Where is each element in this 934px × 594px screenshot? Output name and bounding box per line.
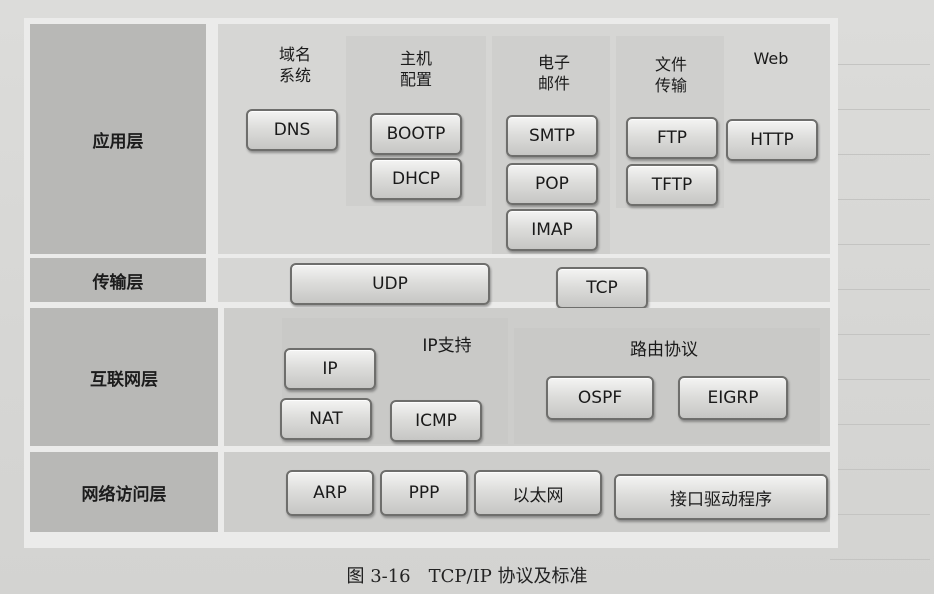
protocol-bootp: BOOTP <box>370 113 462 155</box>
protocol-interface-driver: 接口驱动程序 <box>614 474 828 520</box>
protocol-nat: NAT <box>280 398 372 440</box>
protocol-dns: DNS <box>246 109 338 151</box>
protocol-udp: UDP <box>290 263 490 305</box>
protocol-ftp: FTP <box>626 117 718 159</box>
category-host-config: 主机 配置 <box>399 49 432 89</box>
category-email: 电子 邮件 <box>537 53 570 93</box>
protocol-smtp: SMTP <box>506 115 598 157</box>
protocol-eigrp: EIGRP <box>678 376 788 420</box>
category-web: Web <box>753 49 789 68</box>
protocol-pop: POP <box>506 163 598 205</box>
category-domain-name: 域名 系统 <box>278 45 311 85</box>
layer-label-application: 应用层 <box>30 24 206 254</box>
protocol-arp: ARP <box>286 470 374 516</box>
protocol-ppp: PPP <box>380 470 468 516</box>
figure-caption: 图 3-16 TCP/IP 协议及标准 <box>346 566 588 587</box>
protocol-ethernet: 以太网 <box>474 470 602 516</box>
category-file-transfer: 文件 传输 <box>654 55 687 95</box>
protocol-tcp: TCP <box>556 267 648 309</box>
protocol-http: HTTP <box>726 119 818 161</box>
tcpip-diagram: 应用层 域名 系统 主机 配置 电子 邮件 文件 传输 Web DNS BOOT… <box>24 18 838 548</box>
category-routing: 路由协议 <box>630 340 698 360</box>
layer-label-internet: 互联网层 <box>30 308 218 446</box>
protocol-icmp: ICMP <box>390 400 482 442</box>
layer-label-transport: 传输层 <box>30 258 206 302</box>
layer-label-network-access: 网络访问层 <box>30 452 218 532</box>
protocol-ip: IP <box>284 348 376 390</box>
protocol-dhcp: DHCP <box>370 158 462 200</box>
protocol-ospf: OSPF <box>546 376 654 420</box>
background-ruled-lines <box>830 20 930 580</box>
category-ip-support: IP支持 <box>422 336 472 356</box>
protocol-tftp: TFTP <box>626 164 718 206</box>
protocol-imap: IMAP <box>506 209 598 251</box>
